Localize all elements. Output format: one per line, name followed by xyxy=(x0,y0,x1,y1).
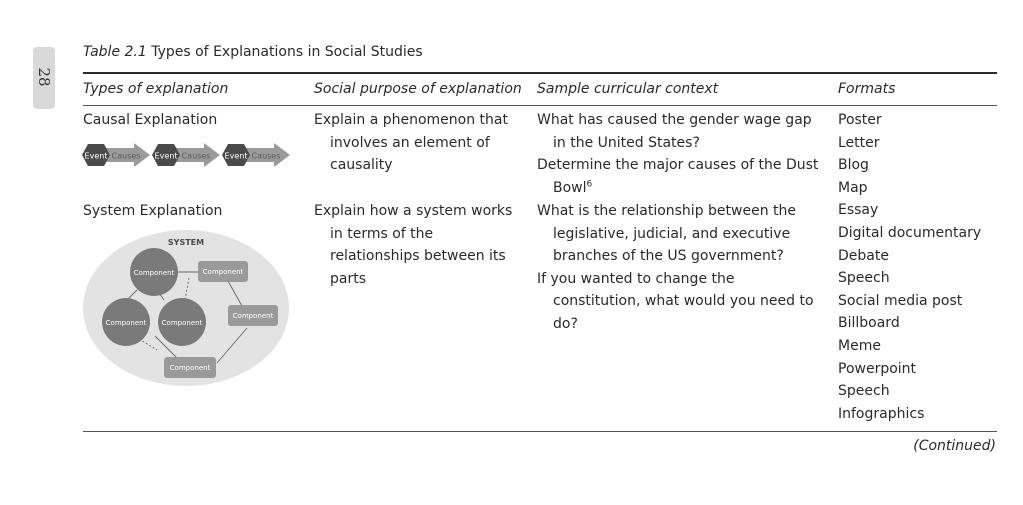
event-label: Event xyxy=(225,152,248,161)
header-types: Types of explanation xyxy=(83,81,229,97)
row1-purpose: Explain a phenomenon that involves an el… xyxy=(314,109,524,177)
component-box xyxy=(198,261,248,282)
table-header-rule xyxy=(83,105,997,106)
event-label: Event xyxy=(155,152,178,161)
table-bottom-rule xyxy=(83,431,997,432)
cause-link-2: Event Causes xyxy=(152,143,220,167)
row1-contexts: What has caused the gender wage gap in t… xyxy=(537,109,822,199)
component-node xyxy=(102,298,150,346)
format-item: Poster xyxy=(838,112,882,128)
event-hexagon xyxy=(82,144,110,166)
format-item: Letter xyxy=(838,134,880,151)
causes-label: Causes xyxy=(112,152,141,161)
format-item: Infographics xyxy=(838,405,925,422)
cause-link-1: Event Causes xyxy=(82,143,150,167)
component-label: Component xyxy=(106,319,147,327)
caption-title: Types of Explanations in Social Studies xyxy=(151,44,423,60)
row1-type: Causal Explanation xyxy=(83,112,218,128)
format-item: Meme xyxy=(838,337,881,354)
formats-list: Poster Letter Blog Map Essay Digital doc… xyxy=(838,109,981,425)
row2-context-1: What is the relationship between the leg… xyxy=(537,203,796,265)
header-purpose: Social purpose of explanation xyxy=(314,81,522,97)
format-item: Powerpoint xyxy=(838,360,917,377)
connections xyxy=(123,271,248,364)
event-hexagon xyxy=(152,144,180,166)
causal-diagram: Event Causes Event Causes Event Causes xyxy=(82,143,290,167)
header-formats: Formats xyxy=(838,81,896,97)
row2-purpose-text: Explain how a system works in terms of t… xyxy=(314,203,513,287)
component-box xyxy=(164,357,216,378)
format-item: Map xyxy=(838,179,868,196)
causes-arrow xyxy=(176,143,220,167)
row2-purpose: Explain how a system works in terms of t… xyxy=(314,200,524,290)
format-item: Speech xyxy=(838,270,890,287)
row1-context-2-text: Determine the major causes of the Dust B… xyxy=(537,157,819,196)
page-number: 28 xyxy=(35,67,53,87)
footnote-ref: 6 xyxy=(586,179,593,190)
format-item: Speech xyxy=(838,383,890,400)
component-node xyxy=(158,298,206,346)
continued-note: (Continued) xyxy=(913,438,996,454)
causes-arrow xyxy=(106,143,150,167)
format-item: Social media post xyxy=(838,292,963,309)
row1-purpose-text: Explain a phenomenon that involves an el… xyxy=(314,112,508,174)
format-item: Digital documentary xyxy=(838,224,982,241)
page-number-tab xyxy=(33,47,55,109)
row1-context-1: What has caused the gender wage gap in t… xyxy=(537,112,812,151)
component-node xyxy=(130,248,178,296)
event-hexagon xyxy=(222,144,250,166)
row2-type: System Explanation xyxy=(83,203,223,219)
cause-link-3: Event Causes xyxy=(222,143,290,167)
component-label: Component xyxy=(134,269,175,277)
component-label: Component xyxy=(162,319,203,327)
table-top-rule xyxy=(83,72,997,74)
component-label: Component xyxy=(233,312,274,320)
header-context: Sample curricular context xyxy=(537,81,719,97)
format-item: Billboard xyxy=(838,315,900,332)
causes-arrow xyxy=(246,143,290,167)
format-item: Debate xyxy=(838,247,889,264)
causes-label: Causes xyxy=(182,152,211,161)
table-caption: Table 2.1 Types of Explanations in Socia… xyxy=(83,44,423,60)
row1-context-2: Determine the major causes of the Dust B… xyxy=(537,154,822,199)
caption-label: Table 2.1 xyxy=(83,44,147,60)
format-item: Essay xyxy=(838,202,879,219)
system-diagram: SYSTEM Component Component Component Com… xyxy=(83,230,289,386)
component-box xyxy=(228,305,278,326)
format-item: Blog xyxy=(838,157,869,174)
row2-contexts: What is the relationship between the leg… xyxy=(537,200,822,336)
component-label: Component xyxy=(170,364,211,372)
system-title: SYSTEM xyxy=(168,238,204,247)
component-label: Component xyxy=(203,268,244,276)
row2-context-2: If you wanted to change the constitution… xyxy=(537,270,814,332)
event-label: Event xyxy=(85,152,108,161)
causes-label: Causes xyxy=(252,152,281,161)
